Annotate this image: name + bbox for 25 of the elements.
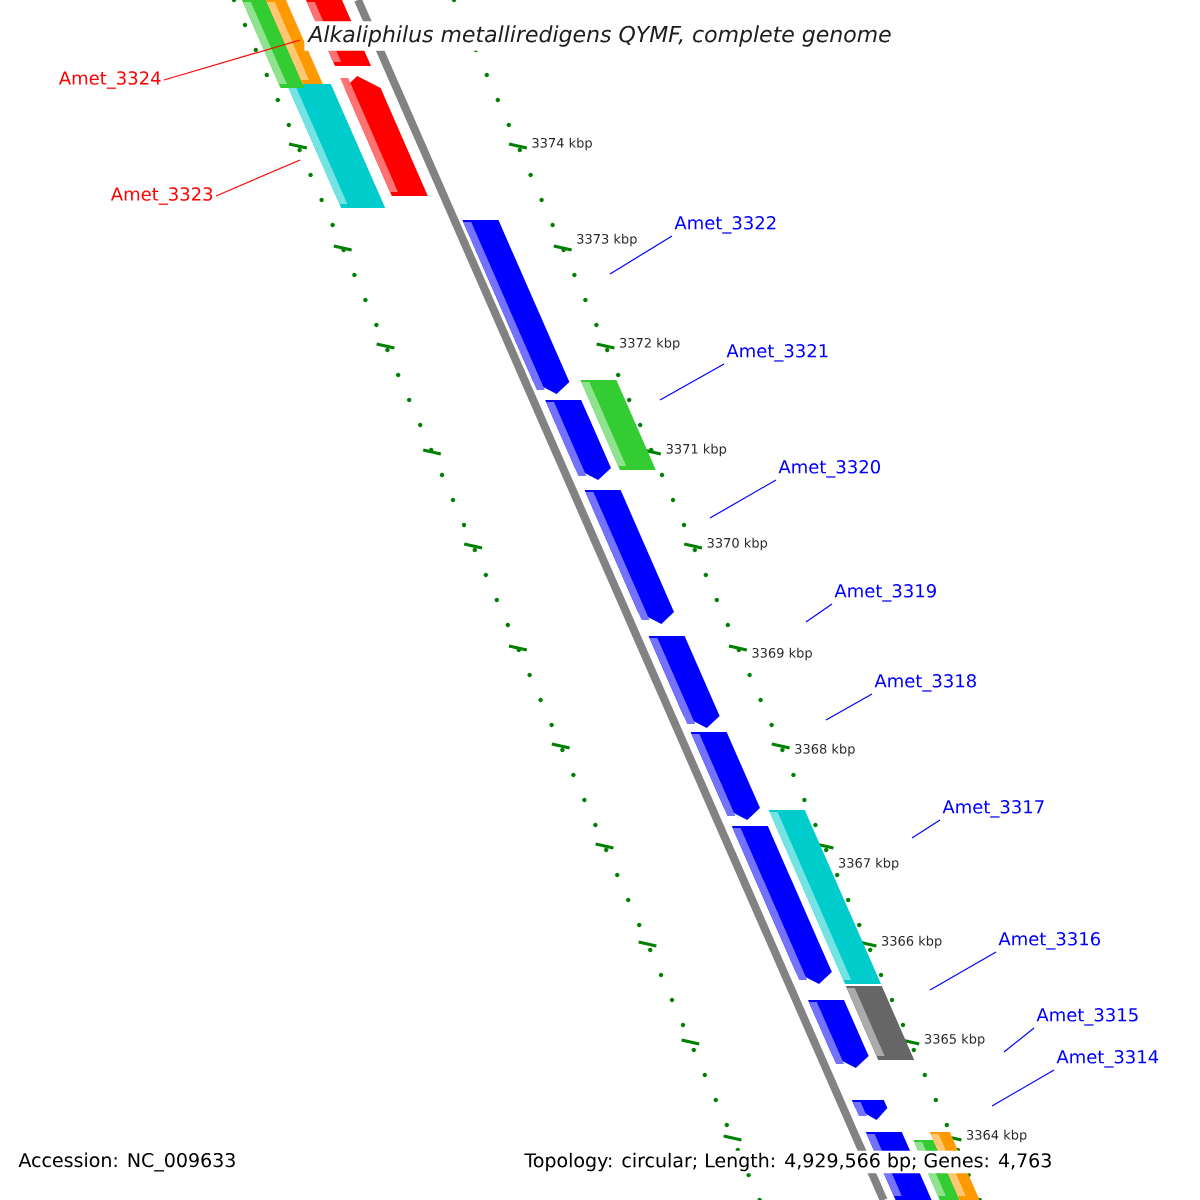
gene-label: Amet_3314 [1056,1050,1159,1068]
leader-line [609,235,673,275]
leader-line [929,951,997,991]
gene-label: Amet_3319 [834,584,936,602]
gene-label: Amet_3320 [778,460,880,478]
accession-text: Accession: NC_009633 [18,1152,235,1172]
leader-line [911,819,941,839]
leader-line [163,39,301,81]
leader-line [709,479,777,519]
gene-label: Amet_3316 [998,932,1101,950]
title: Alkaliphilus metalliredigens QYMF, complete genome [304,21,896,51]
gene-label: Amet_3318 [874,674,976,692]
leader-line [805,603,833,623]
gene-label: Amet_3324 [58,71,161,89]
gene-label: Amet_3322 [674,216,776,234]
gene-label: Amet_3321 [726,344,828,362]
leader-line [1003,1027,1035,1053]
leader-line [991,1069,1055,1107]
gene-label: Amet_3315 [1036,1008,1138,1026]
leader-line [215,159,301,197]
gene-label: Amet_3323 [110,187,213,205]
leader-line [825,693,873,721]
gene-label: Amet_3317 [942,800,1044,818]
leader-line [659,363,725,401]
genome-info-text: Topology: circular; Length: 4,929,566 bp; Genes: 4,763 [522,1150,1055,1174]
